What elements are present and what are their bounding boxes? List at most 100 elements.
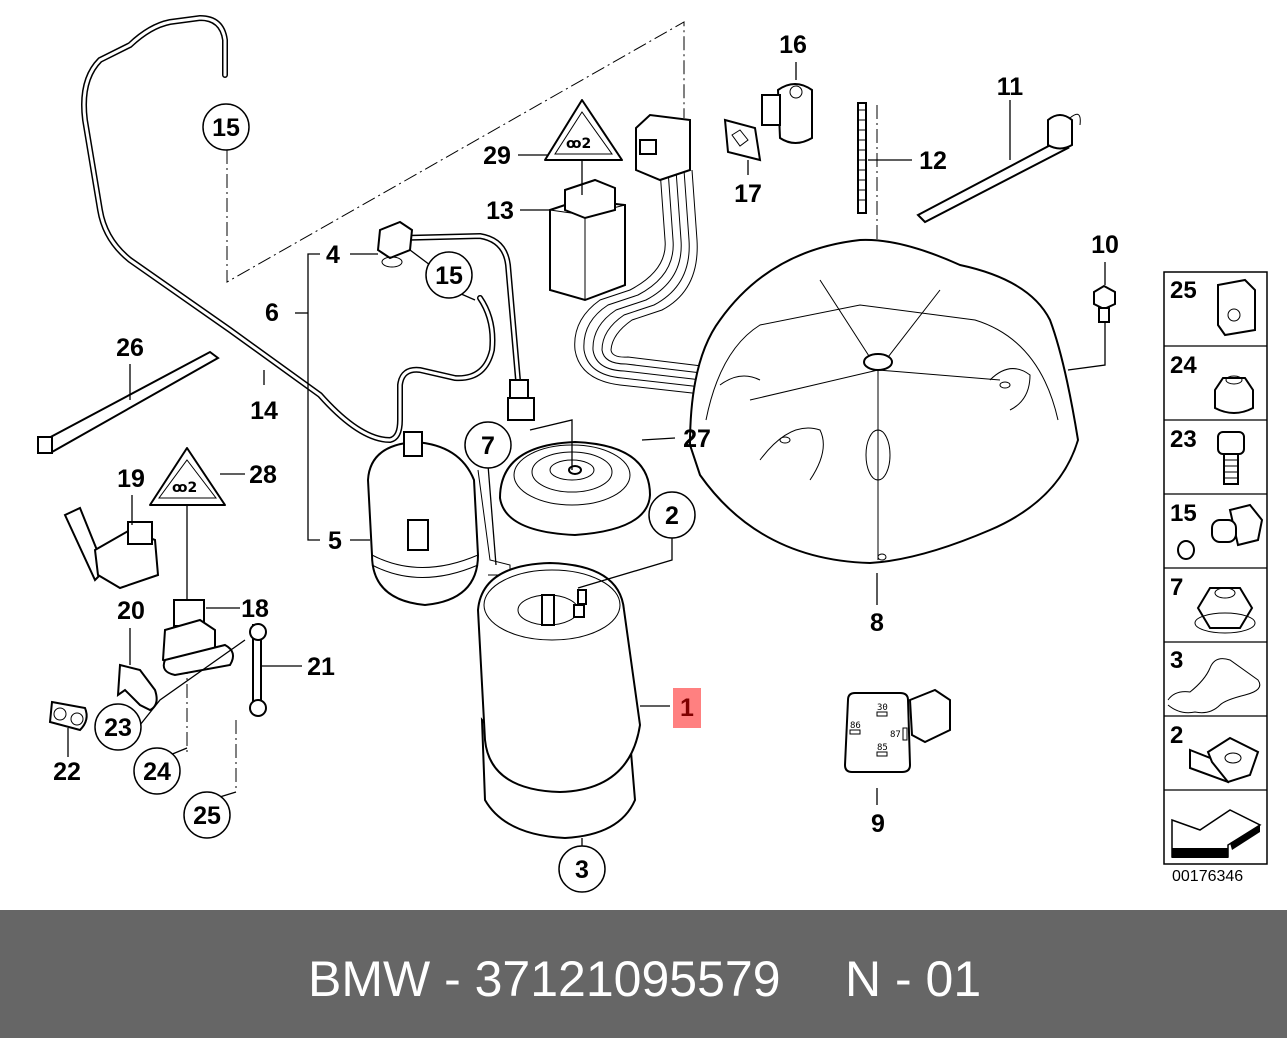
svg-text:2: 2 [665, 502, 679, 530]
callout-1[interactable]: 1 [673, 688, 701, 728]
bolt-10 [1093, 284, 1116, 323]
callout-17[interactable]: 17 [734, 180, 762, 208]
callout-12[interactable]: 12 [919, 147, 947, 175]
svg-text:3: 3 [1170, 647, 1183, 674]
callout-13[interactable]: 13 [486, 197, 514, 225]
socket-head-bolt-icon [1217, 431, 1245, 485]
svg-text:15: 15 [1170, 500, 1197, 527]
callout-6[interactable]: 6 [265, 299, 279, 327]
wire-clip-icon [1167, 658, 1261, 714]
legend-item-15[interactable]: 15 [1170, 500, 1264, 560]
direction-arrow-icon [1171, 809, 1262, 858]
callout-20[interactable]: 20 [117, 597, 145, 625]
svg-text:24: 24 [143, 758, 171, 786]
legend-item-23[interactable]: 23 [1170, 426, 1245, 485]
callout-11[interactable]: 11 [997, 73, 1024, 101]
warning-label-29: ꝏ2 [544, 99, 623, 161]
cover-plate-22 [48, 700, 88, 732]
flange-nut-icon [1194, 587, 1256, 634]
callout-26[interactable]: 26 [116, 334, 144, 362]
svg-text:15: 15 [435, 262, 463, 290]
svg-text:ꝏ2: ꝏ2 [566, 136, 591, 152]
svg-text:25: 25 [1170, 277, 1197, 304]
svg-text:25: 25 [193, 802, 221, 830]
top-mount-27 [498, 440, 652, 537]
pressure-reservoir-5 [366, 431, 480, 607]
relay-pin-30 [876, 711, 888, 717]
legend-item-3[interactable]: 3 [1167, 647, 1261, 714]
callout-2[interactable]: 2 [648, 491, 696, 539]
callout-21[interactable]: 21 [307, 653, 335, 681]
cable-tie-26 [37, 350, 220, 454]
callout-16[interactable]: 16 [779, 31, 807, 59]
callout-5[interactable]: 5 [328, 527, 342, 555]
callout-27[interactable]: 27 [683, 425, 711, 453]
callout-14[interactable]: 14 [250, 397, 278, 425]
callout-18[interactable]: 18 [241, 595, 269, 623]
callout-25[interactable]: 25 [183, 791, 231, 839]
svg-text:7: 7 [1170, 574, 1183, 601]
relay-pin-label-30: 30 [877, 703, 888, 713]
height-sensor-18 [161, 599, 235, 677]
legend-item-24[interactable]: 24 [1170, 352, 1254, 414]
wiring-harness [574, 113, 711, 396]
callout-19[interactable]: 19 [117, 465, 145, 493]
bracket-20 [116, 663, 158, 712]
variant-code: N - 01 [845, 951, 982, 1007]
hardware-legend: 25 24 23 15 [1163, 271, 1268, 865]
callout-28[interactable]: 28 [249, 461, 277, 489]
callouts: 1 2 3 4 5 6 7 8 9 10 11 12 13 14 15 15 [53, 31, 1119, 893]
callout-7[interactable]: 7 [464, 421, 512, 469]
legend-item-2[interactable]: 2 [1170, 722, 1260, 784]
svg-text:3: 3 [575, 856, 589, 884]
relay-pin-label-85: 85 [877, 743, 888, 753]
callout-3[interactable]: 3 [558, 845, 606, 893]
callout-22[interactable]: 22 [53, 758, 81, 786]
relay-9: 30 86 87 85 [843, 688, 951, 773]
cable-tie-11 [916, 113, 1081, 224]
footer-bar: BMW - 37121095579 N - 01 [0, 910, 1287, 1038]
relay-pin-85 [876, 751, 888, 757]
relay-pin-87 [902, 727, 908, 741]
document-number: 00176346 [1172, 868, 1244, 885]
leader-lines [67, 62, 1106, 850]
warning-label-28: ꝏ2 [149, 447, 226, 506]
svg-text:2: 2 [1170, 722, 1183, 749]
spring-nut-clip-icon [1217, 278, 1256, 337]
relay-pin-label-87: 87 [890, 730, 901, 740]
clip-16 [761, 83, 813, 144]
callout-23[interactable]: 23 [94, 703, 142, 751]
svg-text:1: 1 [680, 694, 694, 722]
callout-15-mid[interactable]: 15 [425, 251, 473, 299]
callout-9[interactable]: 9 [871, 810, 885, 838]
callout-24[interactable]: 24 [133, 747, 181, 795]
svg-text:24: 24 [1170, 352, 1197, 379]
pipe-fitting-icon [1177, 503, 1264, 560]
part-reference: BMW - 37121095579 [308, 951, 781, 1007]
clip-17 [723, 118, 762, 162]
link-rod-21 [249, 623, 267, 717]
legend-item-direction[interactable] [1171, 809, 1262, 858]
control-module-13 [549, 178, 626, 302]
callout-4[interactable]: 4 [326, 241, 340, 269]
air-spring-1 [476, 561, 642, 840]
compressor-cover-8 [688, 238, 1080, 565]
relay-pin-86 [849, 729, 861, 735]
legend-item-25[interactable]: 25 [1170, 277, 1256, 337]
height-sensor-19 [63, 506, 160, 590]
threaded-stud-12 [857, 102, 867, 214]
legend-item-7[interactable]: 7 [1170, 574, 1256, 634]
callout-10[interactable]: 10 [1091, 231, 1119, 259]
callout-8[interactable]: 8 [870, 609, 884, 637]
svg-text:23: 23 [104, 714, 132, 742]
callout-29[interactable]: 29 [483, 142, 511, 170]
collar-nut-icon [1214, 375, 1254, 414]
svg-text:23: 23 [1170, 426, 1197, 453]
parts-diagram: ꝏ2 ꝏ2 [37, 14, 1268, 893]
svg-text:ꝏ2: ꝏ2 [172, 480, 197, 496]
air-line-14 [81, 14, 496, 444]
callout-15-top[interactable]: 15 [202, 103, 250, 151]
spring-clip-icon [1189, 736, 1260, 784]
relay-pin-label-86: 86 [850, 721, 861, 731]
svg-text:15: 15 [212, 114, 240, 142]
